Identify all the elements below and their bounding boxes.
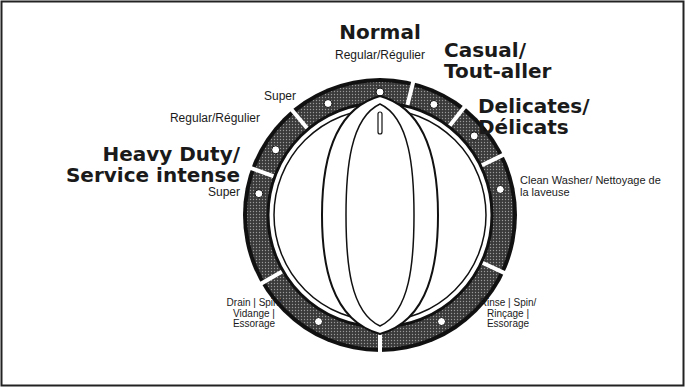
program-name: Casual/ Tout-aller [444, 40, 562, 82]
ring-separator [480, 261, 507, 274]
setting-dot [272, 146, 280, 154]
setting-label: Super [236, 90, 296, 103]
setting-dot [470, 132, 478, 140]
dial-ring [247, 82, 513, 348]
knob-grip [322, 96, 438, 334]
ring-separator [259, 270, 285, 285]
dial-outer-rim [243, 78, 517, 352]
program-name: Clean Washer/ Nettoyage de la laveuse [520, 175, 670, 198]
setting-dot [496, 185, 504, 193]
program-name: Rinse | Spin/ Rinçage | Essorage [466, 298, 550, 330]
knob-pointer [378, 112, 382, 134]
setting-dot [376, 88, 384, 96]
setting-dot [255, 190, 263, 198]
program-name: Drain | Spin/ Vidange | Essorage [212, 298, 296, 330]
setting-label: Regular/Régulier [120, 112, 260, 125]
program-name: Delicates/ Délicats [478, 96, 606, 138]
program-name: Normal [330, 22, 430, 43]
ring-separator [407, 79, 414, 108]
ring-separator [248, 167, 276, 177]
setting-dot [315, 318, 323, 326]
setting-dot [430, 100, 438, 108]
setting-dot [324, 100, 332, 108]
setting-label: Regular/Régulier [305, 49, 455, 62]
setting-dot [438, 318, 446, 326]
ring-separator [290, 108, 309, 131]
knob-grip-inner [346, 104, 414, 326]
setting-label: Super [180, 186, 240, 199]
ring-separators [248, 79, 506, 355]
program-name: Heavy Duty/ Service intense [58, 144, 240, 186]
ring-separator [448, 105, 466, 129]
ring-separator [479, 154, 506, 167]
